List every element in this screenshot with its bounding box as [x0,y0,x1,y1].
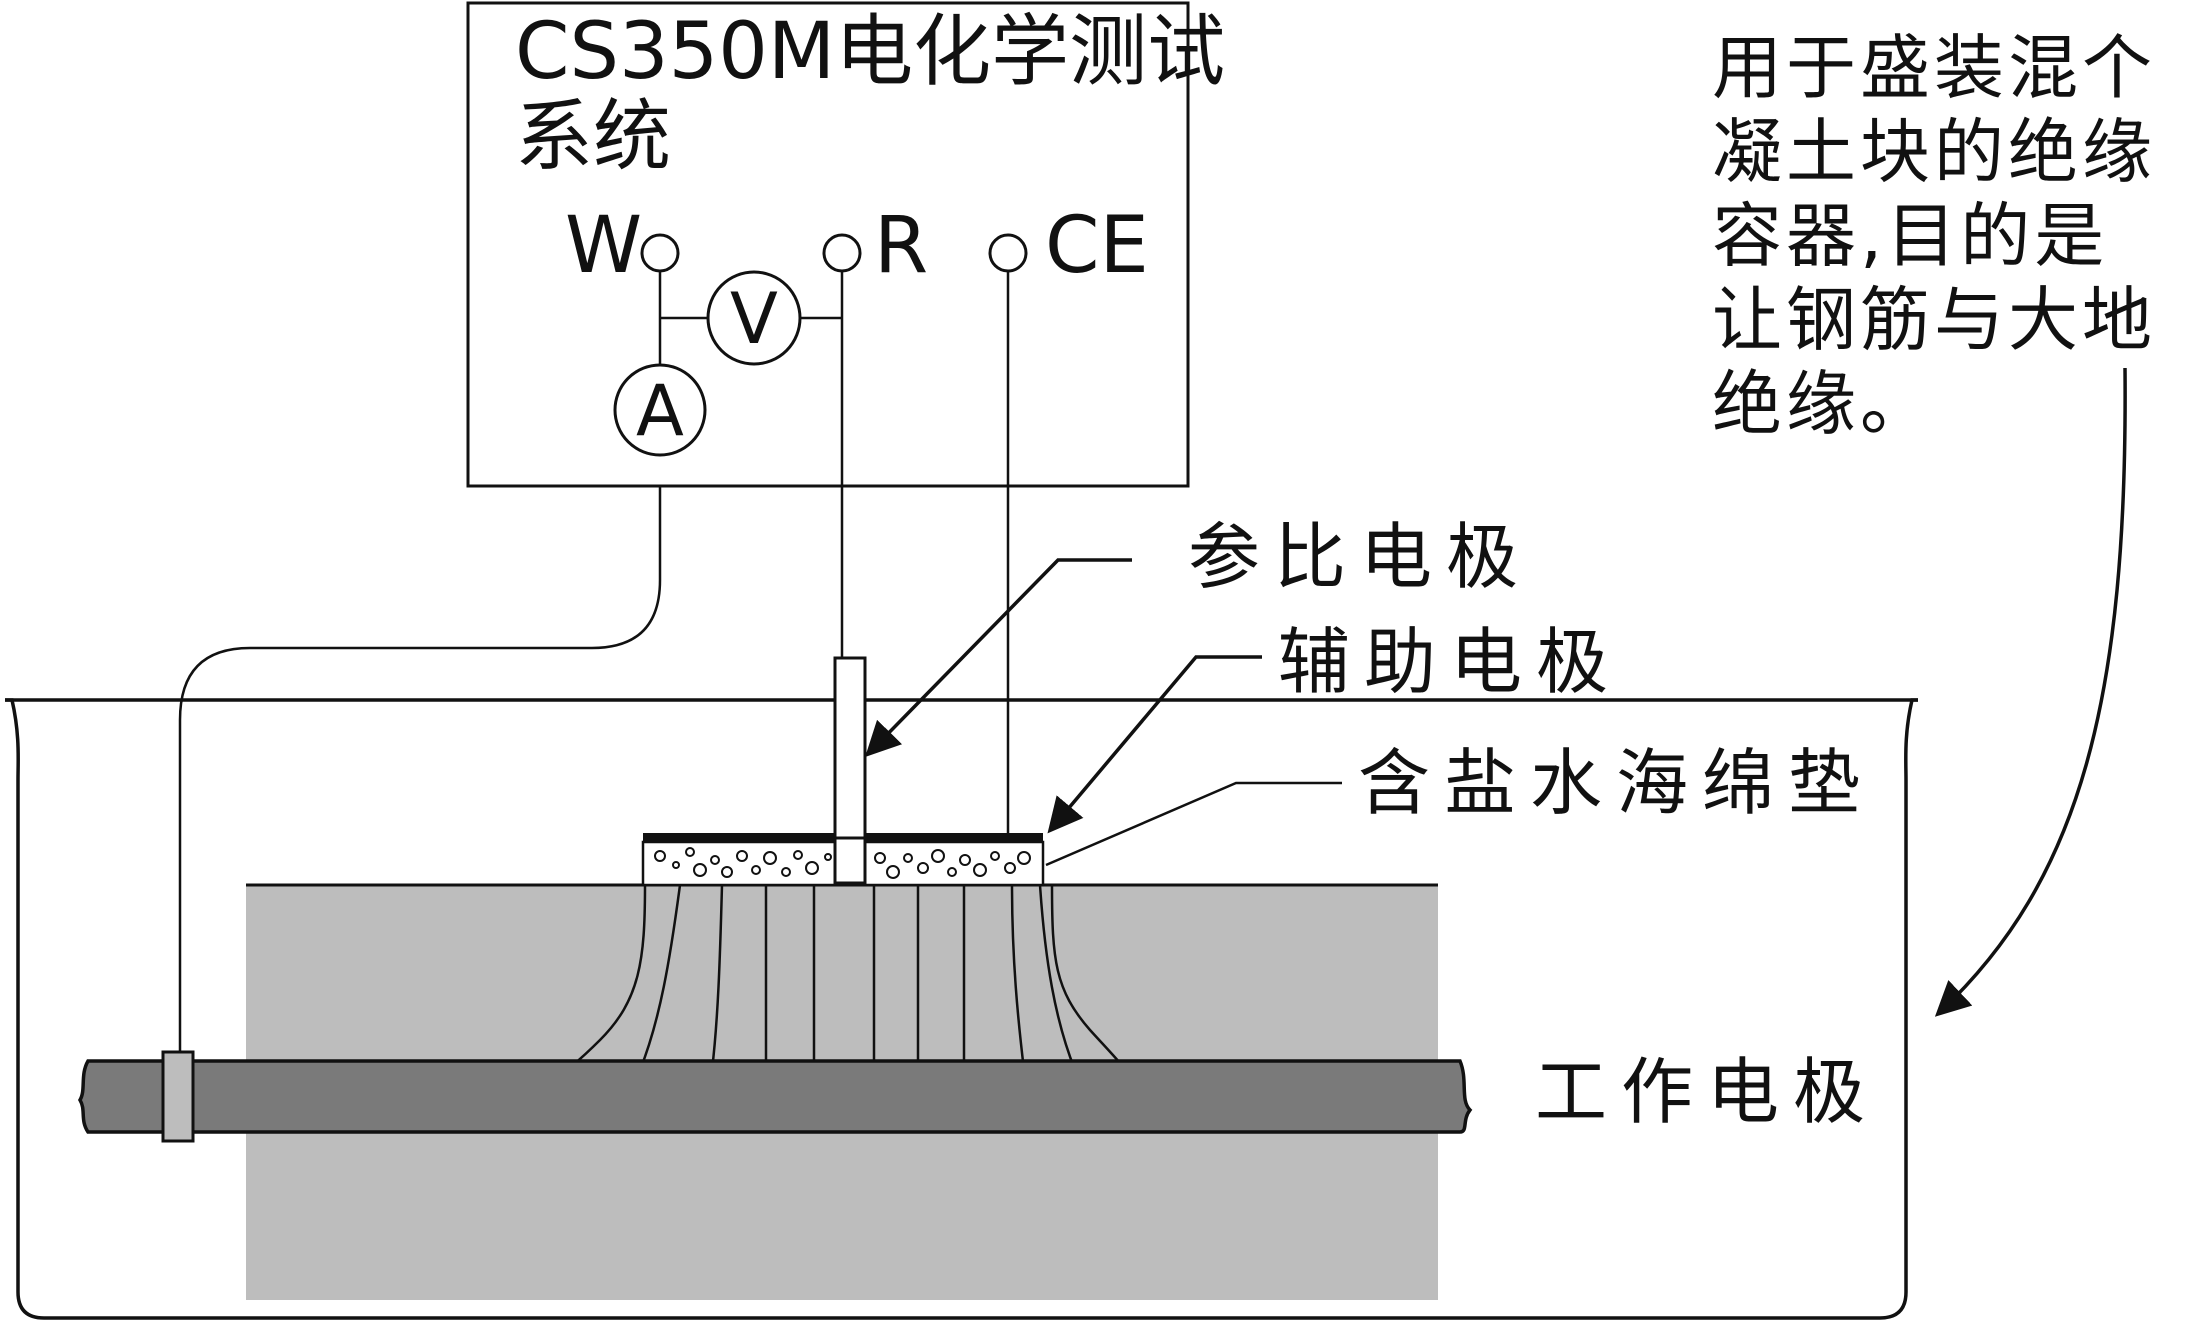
note-line-1: 用于盛装混个 [1712,27,2156,109]
instrument-title-line2: 系统 [515,92,671,182]
note-line-4: 让钢筋与大地 [1712,279,2156,361]
note-arrow [1934,367,2127,1017]
rebar-clamp [161,1050,195,1143]
terminal-ce [988,233,1028,273]
note-line-2: 凝土块的绝缘 [1712,111,2156,193]
voltmeter [706,270,802,366]
instrument-wiring [658,271,1010,833]
note-line-3: 容器,目的是 [1712,195,2108,277]
sponge-label: 含盐水海绵垫 [1358,741,1874,825]
insulating-container [5,698,1918,1320]
note-line-5: 绝缘。 [1712,363,1934,445]
sponge-pores [654,847,1031,879]
current-field-lines [566,884,1127,1071]
counter-electrode-label: 辅助电极 [1278,620,1622,704]
container-note: 用于盛装混个 凝土块的绝缘 容器,目的是 让钢筋与大地 绝缘。 [1712,27,2156,445]
voltmeter-symbol: V [730,278,778,360]
ammeter-symbol: A [636,370,684,452]
working-lead-wire [178,478,662,1052]
terminal-r-label: R [874,201,928,291]
sponge-leader [1045,781,1342,867]
working-electrode-label: 工作电极 [1535,1050,1879,1134]
ammeter [613,363,707,457]
rebar [77,1059,1473,1134]
terminal-r [822,233,862,273]
counter-electrode-leader [1047,655,1262,834]
terminal-ce-label: CE [1045,201,1149,291]
terminal-w [640,233,680,273]
reference-electrode-label: 参比电极 [1188,515,1532,599]
reference-electrode [833,656,867,885]
instrument-title: CS350M电化学测试 [515,7,1225,97]
terminal-w-label: W [565,201,642,291]
reference-electrode-leader [865,558,1132,758]
